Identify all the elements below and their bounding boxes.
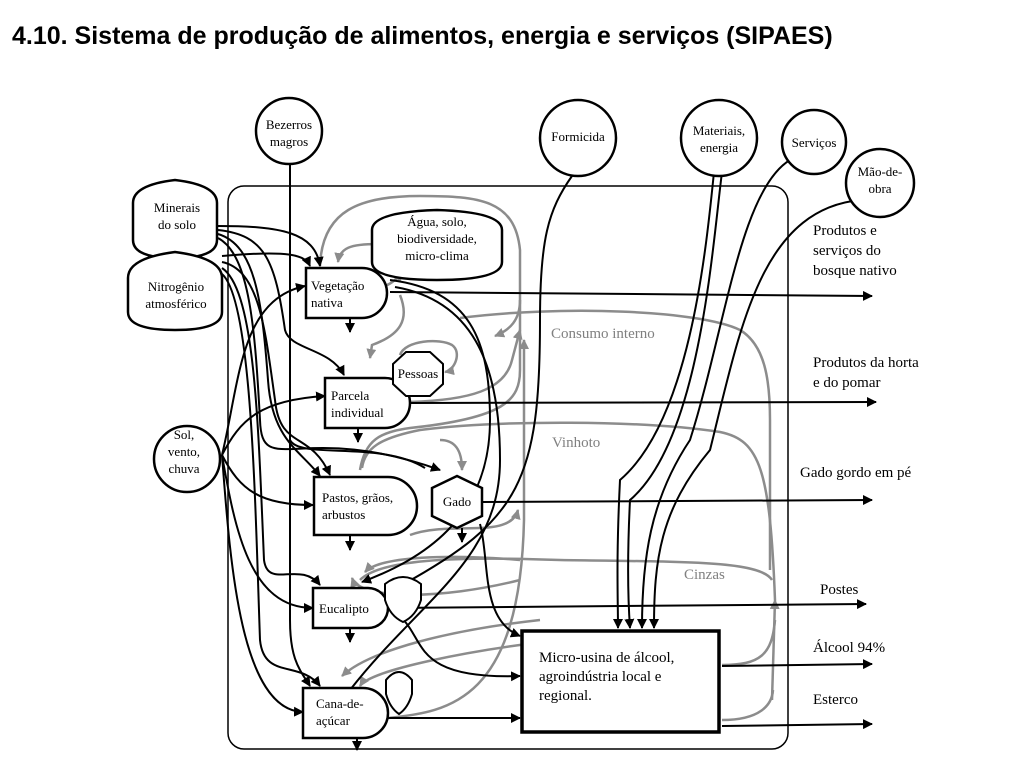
source-sol-vento-chuva: Sol,vento,chuva bbox=[152, 424, 222, 494]
svg-text:Eucalipto: Eucalipto bbox=[319, 601, 369, 616]
producer-cana-de-acucar: Cana-de-açúcar bbox=[301, 686, 390, 740]
svg-text:Materiais,energia: Materiais,energia bbox=[693, 123, 745, 155]
label-consumo-interno: Consumo interno bbox=[551, 326, 655, 342]
producer-pastos-graos: Pastos, grãos,arbustos bbox=[312, 475, 419, 537]
svg-text:Serviços: Serviços bbox=[792, 135, 837, 150]
svg-text:Água, solo,biodiversidade,micr: Água, solo,biodiversidade,micro-clima bbox=[397, 214, 477, 263]
source-mao-de-obra: Mão-de-obra bbox=[844, 147, 916, 219]
slide-title: 4.10. Sistema de produção de alimentos, … bbox=[12, 22, 833, 50]
svg-text:Formicida: Formicida bbox=[551, 129, 605, 144]
output-gado-gordo: Gado gordo em pé bbox=[800, 465, 912, 481]
energy-flows bbox=[217, 159, 877, 751]
svg-text:Pessoas: Pessoas bbox=[398, 366, 438, 381]
svg-text:Mão-de-obra: Mão-de-obra bbox=[858, 164, 903, 196]
svg-text:Pastos, grãos,arbustos: Pastos, grãos,arbustos bbox=[322, 490, 393, 522]
source-materiais-energia: Materiais,energia bbox=[679, 98, 759, 178]
recycle-flows bbox=[318, 194, 780, 722]
source-servicos: Serviços bbox=[780, 108, 848, 176]
label-vinhoto: Vinhoto bbox=[552, 435, 600, 451]
svg-text:Micro-usina de álcool,agroindú: Micro-usina de álcool,agroindústria loca… bbox=[539, 650, 674, 704]
output-postes: Postes bbox=[820, 582, 859, 598]
consumer-pessoas: Pessoas bbox=[392, 351, 444, 397]
storage-agua-solo: Água, solo,biodiversidade,micro-clima bbox=[370, 208, 504, 282]
micro-usina-box: Micro-usina de álcool,agroindústria loca… bbox=[520, 629, 721, 734]
svg-text:Sol,vento,chuva: Sol,vento,chuva bbox=[168, 427, 200, 476]
output-esterco: Esterco bbox=[813, 692, 858, 708]
source-formicida: Formicida bbox=[538, 98, 618, 178]
shield-eucalipto bbox=[384, 576, 422, 624]
consumer-gado: Gado bbox=[430, 474, 484, 530]
output-alcool: Álcool 94% bbox=[813, 639, 885, 656]
svg-text:Gado: Gado bbox=[443, 494, 471, 509]
system-boundary bbox=[227, 185, 789, 750]
svg-text:Cana-de-açúcar: Cana-de-açúcar bbox=[316, 696, 364, 728]
label-cinzas: Cinzas bbox=[684, 567, 725, 583]
producer-eucalipto: Eucalipto bbox=[311, 586, 390, 630]
shield-cana bbox=[385, 671, 413, 716]
